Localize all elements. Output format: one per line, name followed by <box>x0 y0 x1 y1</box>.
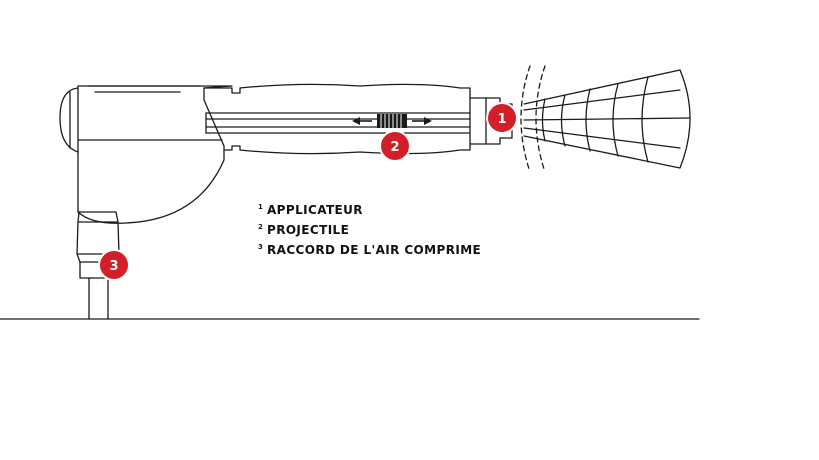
callout-badge-2: 2 <box>379 130 411 162</box>
air-pipe <box>88 277 109 320</box>
direction-arrows <box>352 117 432 125</box>
callout-badge-3: 3 <box>98 249 130 281</box>
svg-text:1: 1 <box>497 112 506 127</box>
pressure-arcs <box>520 65 546 173</box>
rear-cap <box>59 87 79 153</box>
legend-number: 3 <box>258 243 264 251</box>
legend-label: RACCORD DE L'AIR COMPRIME <box>267 243 482 257</box>
legend-number: 1 <box>258 203 264 211</box>
gun-body <box>77 85 233 224</box>
projectile <box>377 114 407 128</box>
callout-badge-1: 1 <box>486 102 518 134</box>
legend-label: APPLICATEUR <box>267 203 363 217</box>
inner-bore <box>205 112 471 134</box>
legend-number: 2 <box>258 223 264 231</box>
legend-label: PROJECTILE <box>267 223 350 237</box>
svg-text:3: 3 <box>109 259 118 274</box>
spray-cone <box>523 69 691 169</box>
svg-text:2: 2 <box>390 140 399 155</box>
